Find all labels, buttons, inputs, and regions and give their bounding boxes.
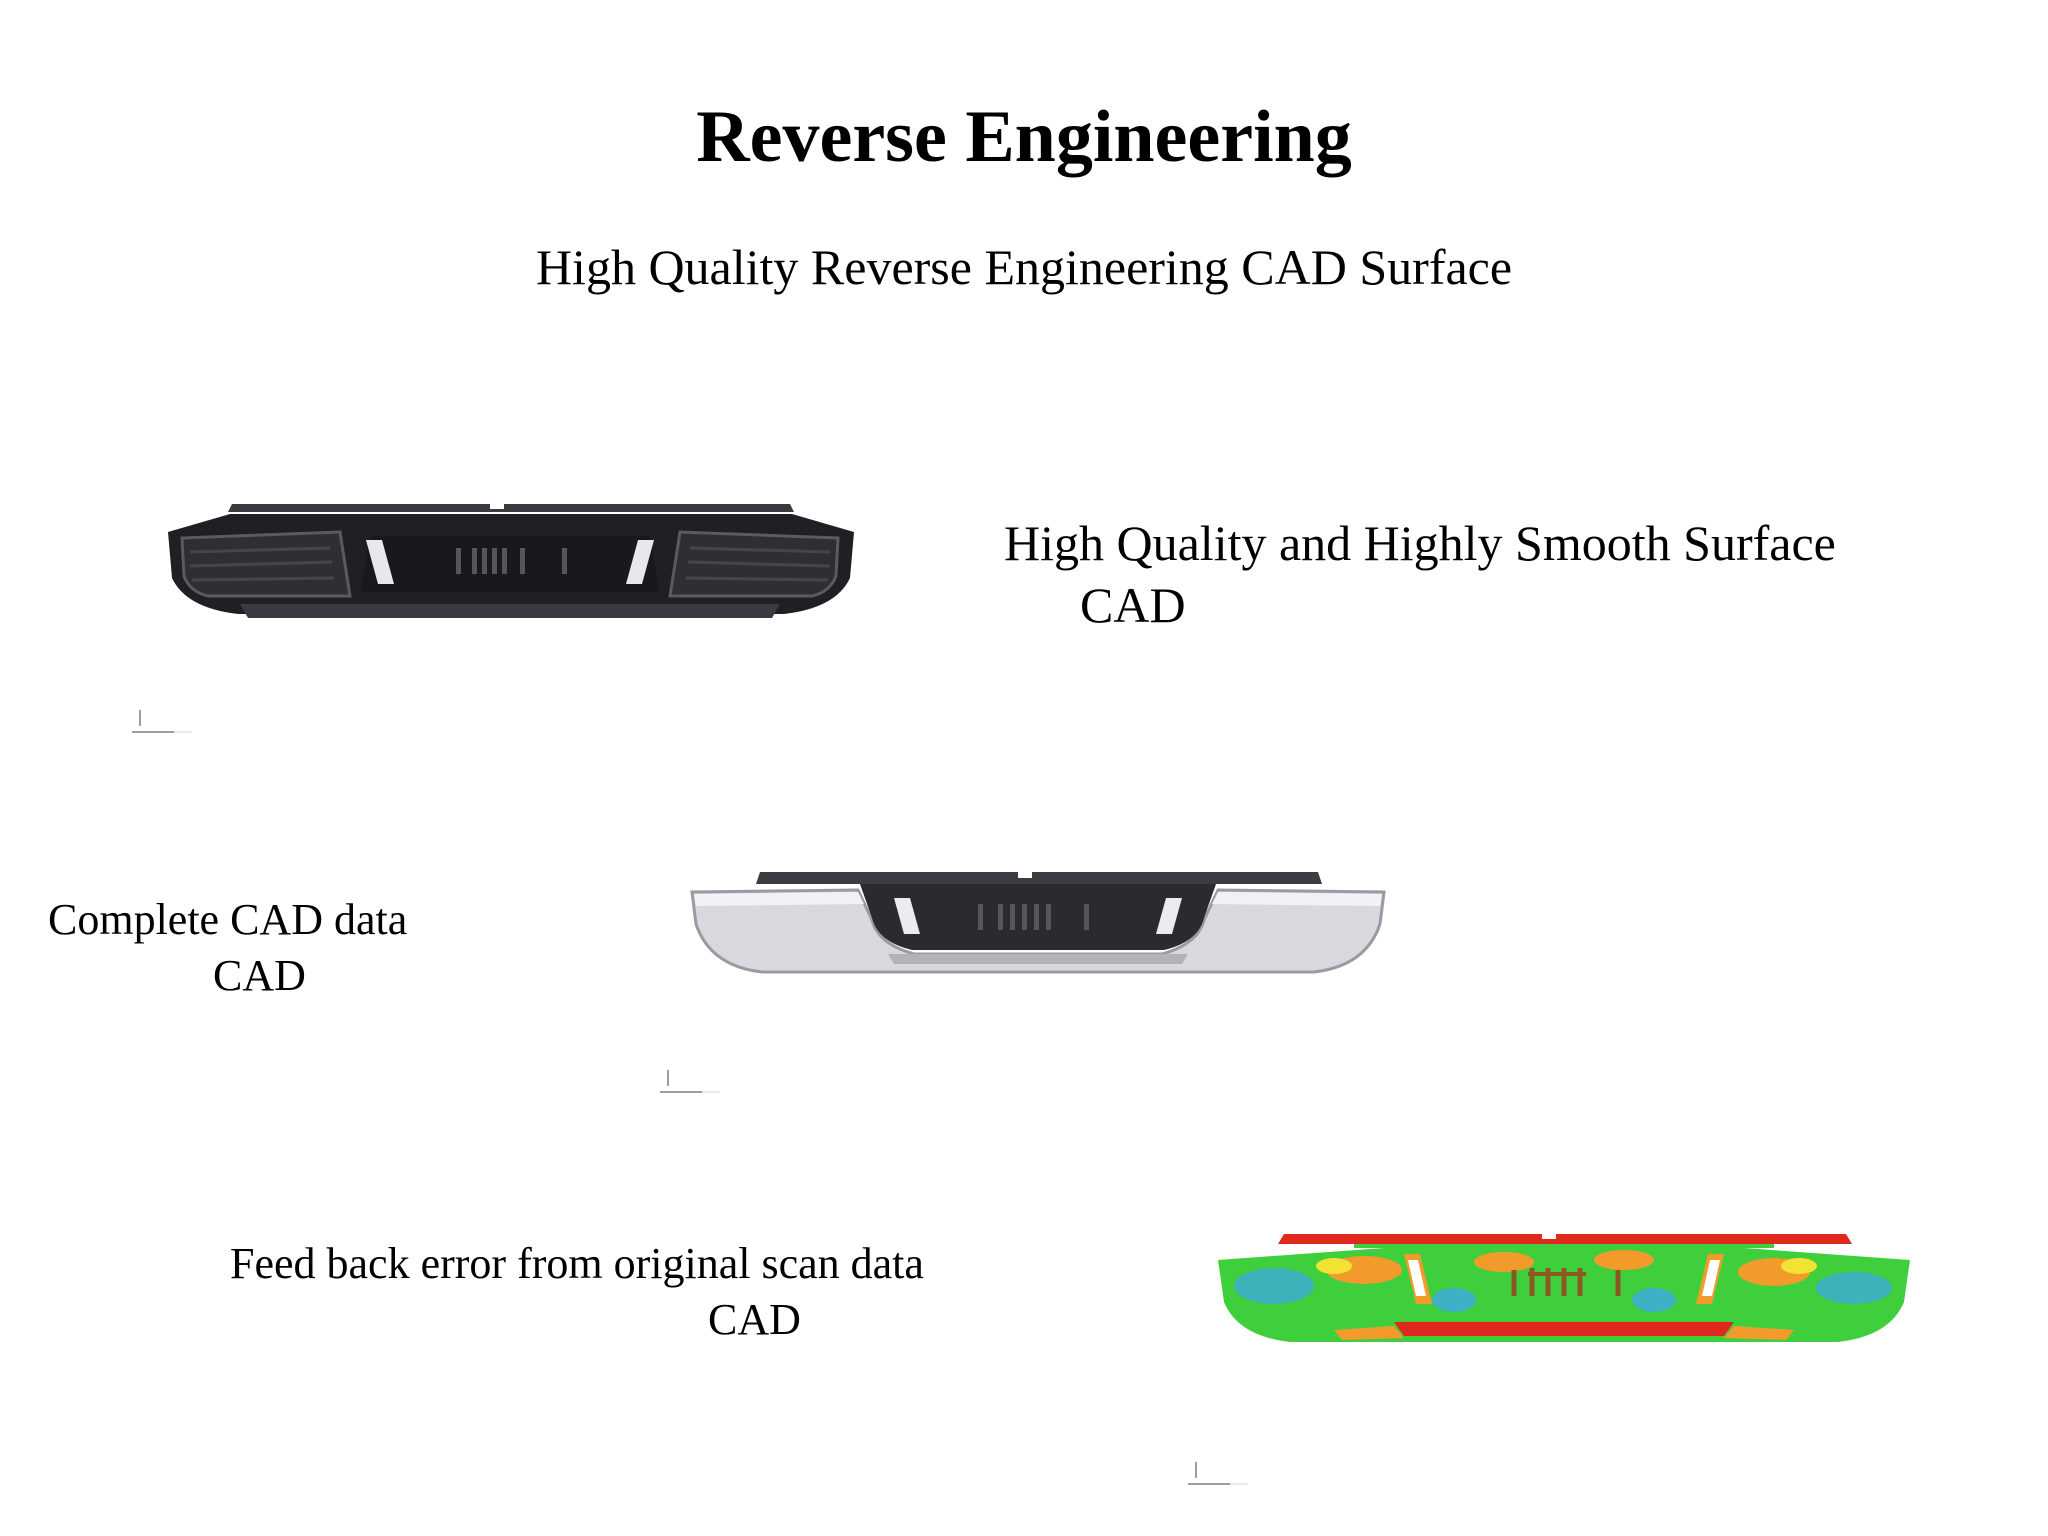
axis-triad-icon — [1188, 1462, 1248, 1485]
caption-line: Feed back error from original scan data — [230, 1239, 924, 1288]
slide-subtitle: High Quality Reverse Engineering CAD Sur… — [535, 239, 1513, 295]
dark-bumper-cad-model — [168, 502, 854, 618]
slide-title: Reverse Engineering — [696, 96, 1352, 178]
caption-line: Complete CAD data — [48, 895, 408, 944]
axis-triad-icon — [132, 710, 192, 733]
axis-triad-icon — [660, 1070, 720, 1093]
caption-smooth-surface: High Quality and Highly Smooth Surface C… — [1004, 518, 1836, 630]
silver-bumper-cad-model — [690, 870, 1386, 974]
caption-feedback-error: Feed back error from original scan data … — [230, 1242, 924, 1342]
caption-line: CAD — [708, 1295, 801, 1344]
error-deviation-map-bumper — [1218, 1232, 1910, 1342]
caption-line: CAD — [213, 951, 306, 1000]
caption-line: CAD — [1080, 577, 1186, 633]
caption-complete-cad: Complete CAD data CAD — [48, 898, 407, 998]
caption-line: High Quality and Highly Smooth Surface — [1004, 515, 1836, 571]
